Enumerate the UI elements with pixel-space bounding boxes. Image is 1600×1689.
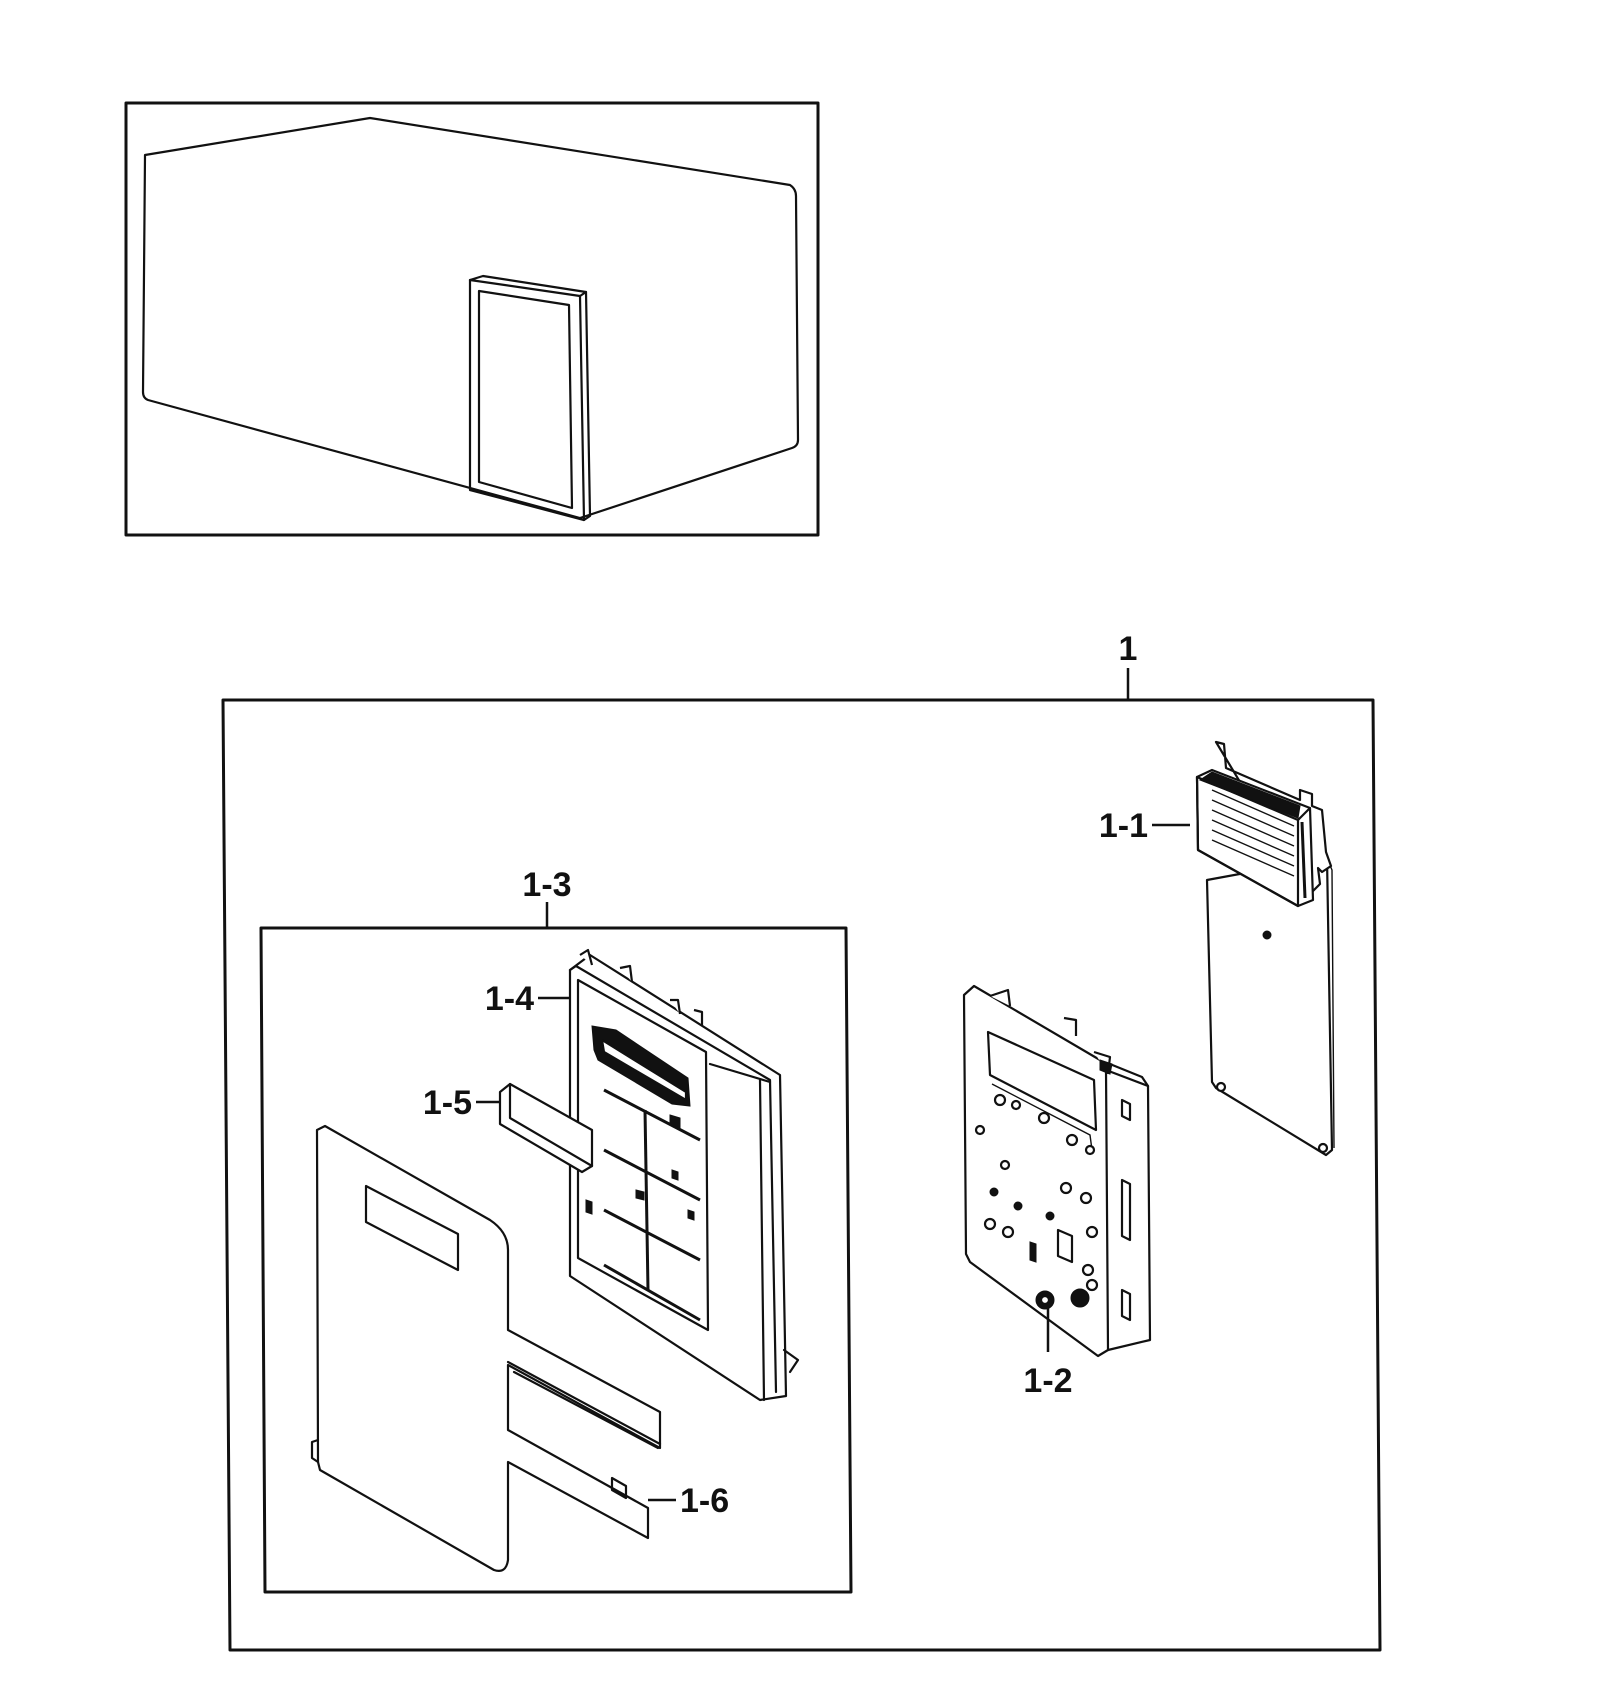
callout-1-5: 1-5 [423, 1084, 472, 1122]
callout-1-3: 1-3 [522, 866, 571, 904]
window-part: 1-5 [423, 1082, 594, 1174]
callout-1-2: 1-2 [1023, 1362, 1072, 1400]
assembly-frame [221, 698, 1382, 1652]
callout-1-4: 1-4 [485, 980, 534, 1018]
callout-1-6: 1-6 [680, 1482, 729, 1520]
panel-frame-part: 1-4 [485, 948, 800, 1402]
microwave-outline [141, 116, 800, 522]
callout-1-1: 1-1 [1099, 807, 1148, 845]
panel-assembly-frame [259, 926, 853, 1594]
main-board-part: 1-2 [962, 984, 1152, 1400]
membrane-sheet-part: 1-6 [310, 1124, 729, 1572]
overview-frame [124, 101, 820, 537]
overview-panel [124, 101, 820, 537]
callout-1: 1 [1119, 630, 1138, 668]
assembly-panel: 1 [221, 630, 1382, 1652]
panel-assembly-part: 1-3 [259, 866, 853, 1594]
display-board-part: 1-1 [1099, 740, 1335, 1157]
